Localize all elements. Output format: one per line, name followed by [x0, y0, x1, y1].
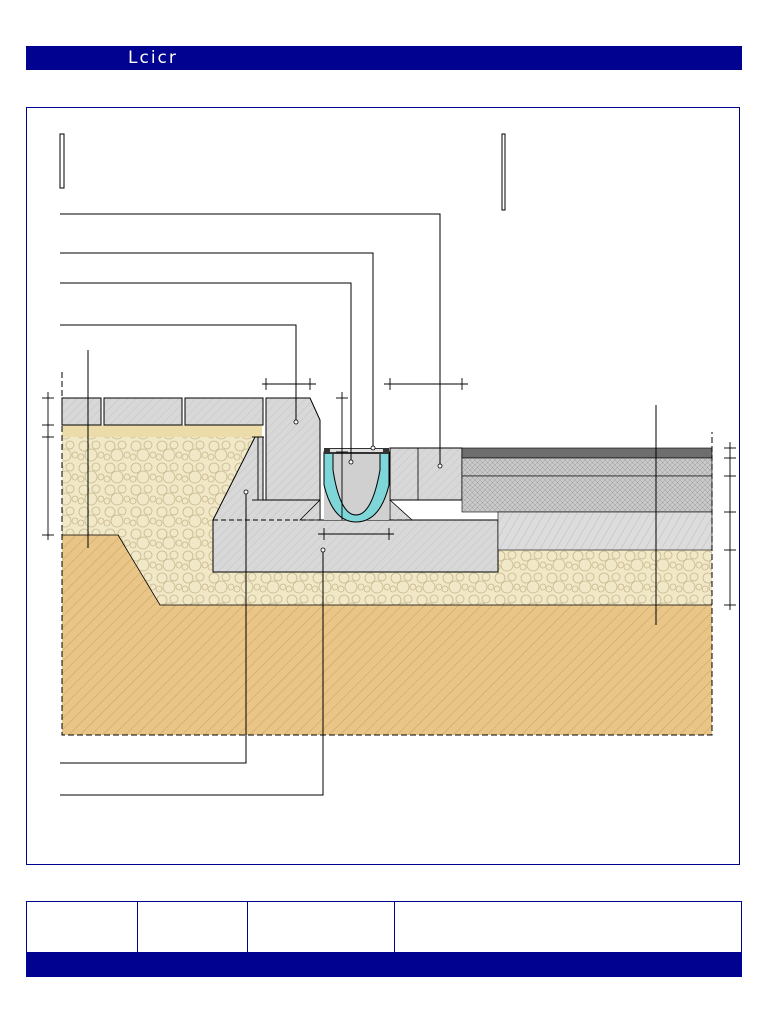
footer-bar — [27, 952, 741, 976]
leader-lines — [60, 213, 657, 796]
dimension-lines — [42, 378, 736, 610]
drawing-frame — [26, 107, 740, 865]
subsoil — [62, 535, 712, 735]
asphalt-binder — [461, 457, 713, 477]
asphalt-top — [461, 447, 713, 459]
paving-slab — [103, 397, 183, 426]
header-bar — [26, 46, 742, 70]
title-block-cell — [395, 902, 741, 954]
asphalt-base — [461, 475, 713, 513]
concrete-haunch-right — [389, 499, 414, 521]
paving-slab — [184, 397, 264, 426]
brand-logo: Lcicr — [128, 48, 178, 68]
paving-slab — [61, 397, 102, 426]
title-block-cell — [248, 902, 395, 954]
title-block-cell — [27, 902, 138, 954]
base-course — [497, 511, 713, 551]
title-block — [26, 901, 742, 977]
kerb-right — [389, 447, 463, 501]
gravel-base-left — [62, 437, 712, 605]
kerb-left — [265, 397, 321, 501]
bedding-layer — [62, 425, 262, 437]
title-block-cell — [138, 902, 248, 954]
